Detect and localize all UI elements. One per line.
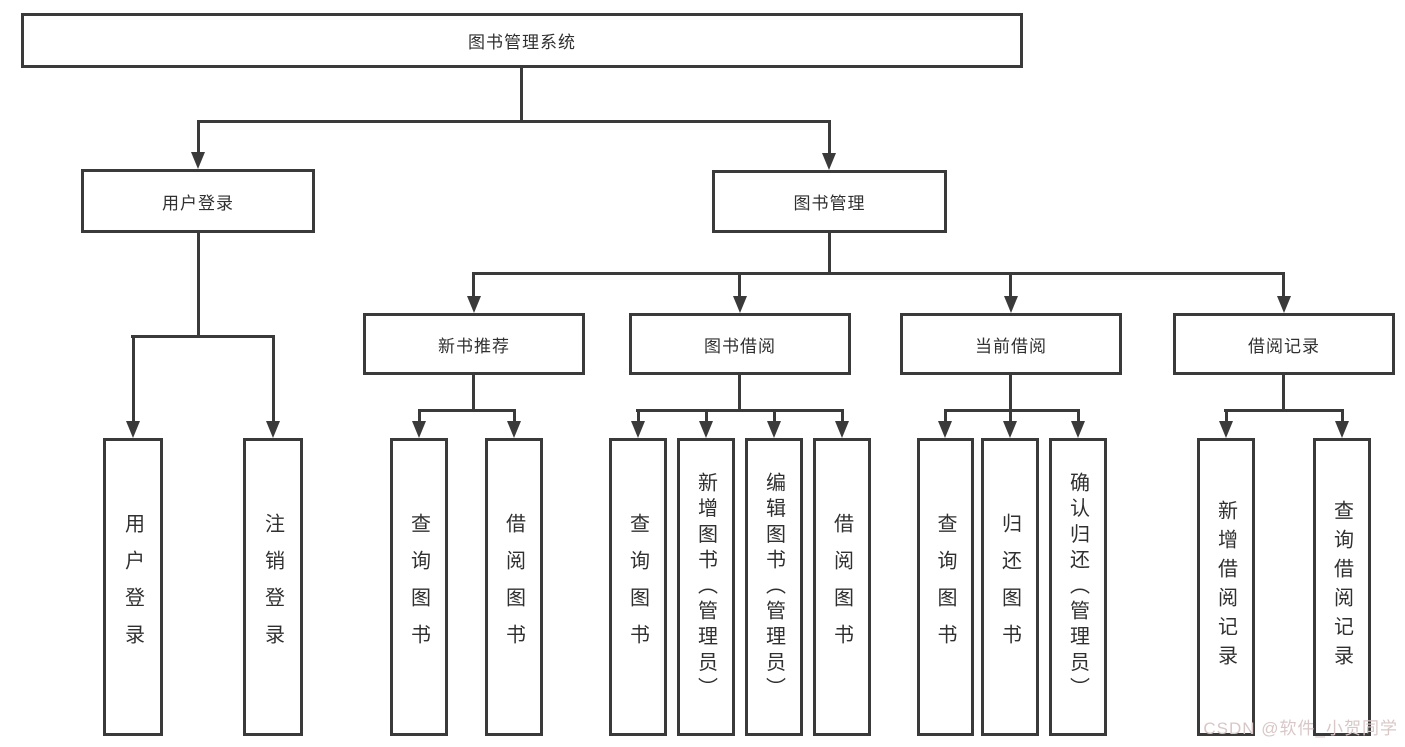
- leaf-borrowing-edit-books: 编辑图书（管理员）: [745, 438, 803, 736]
- leaf-newbooks-borrow-books: 借阅图书: [485, 438, 543, 736]
- leaf-borrowing-query-books: 查询图书: [609, 438, 667, 736]
- edge-line: [197, 120, 831, 123]
- node-root-label: 图书管理系统: [468, 33, 576, 52]
- leaf-user-login: 用户登录: [103, 438, 163, 736]
- edge-line: [705, 409, 708, 423]
- edge-line: [1009, 373, 1012, 411]
- edge-line: [1009, 272, 1012, 297]
- leaf-borrowing-edit-books-label: 编辑图书（管理员）: [762, 471, 785, 703]
- leaf-current-return-books: 归还图书: [981, 438, 1039, 736]
- edge-arrowhead: [1004, 296, 1018, 313]
- edge-arrowhead: [835, 421, 849, 438]
- leaf-records-query-record: 查询借阅记录: [1313, 438, 1371, 736]
- edge-arrowhead: [1003, 421, 1017, 438]
- edge-line: [1282, 272, 1285, 297]
- edge-arrowhead: [266, 421, 280, 438]
- edge-line: [197, 120, 200, 154]
- edge-line: [636, 409, 844, 412]
- edge-arrowhead: [733, 296, 747, 313]
- edge-line: [828, 230, 831, 275]
- node-book-borrowing-label: 图书借阅: [704, 336, 776, 356]
- leaf-logout: 注销登录: [243, 438, 303, 736]
- edge-line: [1341, 409, 1344, 423]
- edge-arrowhead: [1277, 296, 1291, 313]
- leaf-newbooks-query-books: 查询图书: [390, 438, 448, 736]
- node-borrow-records: 借阅记录: [1173, 313, 1395, 375]
- leaf-records-query-record-label: 查询借阅记录: [1330, 500, 1353, 674]
- leaf-records-add-record: 新增借阅记录: [1197, 438, 1255, 736]
- edge-line: [841, 409, 844, 423]
- edge-line: [197, 230, 200, 337]
- leaf-current-confirm-return: 确认归还（管理员）: [1049, 438, 1107, 736]
- node-current-borrowing-label: 当前借阅: [975, 336, 1047, 356]
- node-book-management-label: 图书管理: [793, 194, 866, 213]
- node-current-borrowing: 当前借阅: [900, 313, 1122, 375]
- edge-arrowhead: [507, 421, 521, 438]
- edge-line: [773, 409, 776, 423]
- leaf-borrowing-query-books-label: 查询图书: [626, 513, 649, 661]
- leaf-newbooks-borrow-books-label: 借阅图书: [502, 513, 525, 661]
- edge-line: [738, 373, 741, 411]
- edge-line: [513, 409, 516, 423]
- node-book-management: 图书管理: [712, 170, 947, 233]
- edge-line: [1282, 373, 1285, 411]
- edge-line: [1225, 409, 1228, 423]
- edge-arrowhead: [822, 153, 836, 170]
- edge-arrowhead: [938, 421, 952, 438]
- node-user-login: 用户登录: [81, 169, 315, 233]
- edge-arrowhead: [191, 152, 205, 169]
- node-new-book-recommend: 新书推荐: [363, 313, 585, 375]
- leaf-current-query-books-label: 查询图书: [934, 513, 956, 661]
- edge-line: [272, 335, 275, 422]
- edge-line: [944, 409, 947, 423]
- leaf-borrowing-borrow-books: 借阅图书: [813, 438, 871, 736]
- edge-arrowhead: [767, 421, 781, 438]
- leaf-current-confirm-return-label: 确认归还（管理员）: [1066, 471, 1089, 703]
- node-root: 图书管理系统: [21, 13, 1023, 68]
- edge-line: [472, 373, 475, 411]
- leaf-borrowing-add-books: 新增图书（管理员）: [677, 438, 735, 736]
- edge-line: [472, 272, 475, 297]
- csdn-watermark: CSDN @软件_小贺同学: [1203, 719, 1398, 738]
- edge-arrowhead: [412, 421, 426, 438]
- edge-line: [131, 335, 275, 338]
- leaf-current-return-books-label: 归还图书: [998, 513, 1021, 661]
- edge-line: [637, 409, 640, 423]
- leaf-current-query-books: 查询图书: [917, 438, 974, 736]
- node-user-login-label: 用户登录: [162, 193, 234, 213]
- leaf-borrowing-add-books-label: 新增图书（管理员）: [694, 471, 717, 703]
- edge-line: [1224, 409, 1344, 412]
- edge-line: [944, 409, 1080, 412]
- edge-arrowhead: [1071, 421, 1085, 438]
- leaf-user-login-label: 用户登录: [121, 513, 144, 661]
- leaf-records-add-record-label: 新增借阅记录: [1214, 500, 1237, 674]
- node-borrow-records-label: 借阅记录: [1248, 336, 1320, 356]
- edge-arrowhead: [1219, 421, 1233, 438]
- edge-arrowhead: [631, 421, 645, 438]
- edge-arrowhead: [126, 421, 140, 438]
- leaf-borrowing-borrow-books-label: 借阅图书: [830, 513, 853, 661]
- edge-arrowhead: [467, 296, 481, 313]
- edge-line: [1077, 409, 1080, 423]
- edge-arrowhead: [1335, 421, 1349, 438]
- node-new-book-recommend-label: 新书推荐: [438, 336, 510, 356]
- edge-line: [472, 272, 1285, 275]
- leaf-newbooks-query-books-label: 查询图书: [407, 513, 430, 661]
- edge-arrowhead: [699, 421, 713, 438]
- edge-line: [418, 409, 516, 412]
- edge-line: [1009, 409, 1012, 423]
- node-book-borrowing: 图书借阅: [629, 313, 851, 375]
- edge-line: [418, 409, 421, 423]
- edge-line: [132, 335, 135, 422]
- edge-line: [520, 68, 523, 120]
- edge-line: [828, 120, 831, 154]
- leaf-logout-label: 注销登录: [261, 513, 284, 661]
- edge-line: [738, 272, 741, 297]
